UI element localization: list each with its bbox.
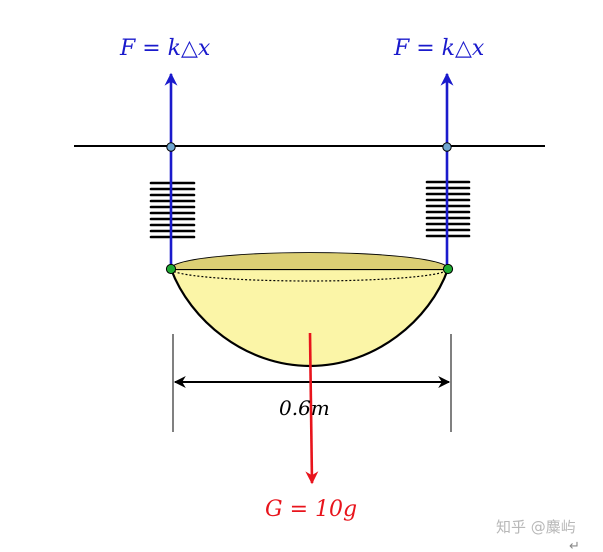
right-force-label: F = k△x [393, 36, 485, 61]
gravity-arrow [305, 332, 319, 485]
right-top-joint [442, 142, 452, 152]
bowl-rim [170, 252, 449, 282]
watermark-text: 知乎 @麋屿 [496, 518, 576, 536]
width-label: 0.6m [279, 396, 330, 420]
left-top-joint [166, 142, 176, 152]
weight-label: G = 10g [265, 497, 357, 522]
left-bottom-joint [165, 263, 177, 275]
right-bottom-joint [442, 263, 454, 275]
return-symbol: ↵ [569, 539, 580, 552]
left-spring-icon [149, 181, 196, 239]
left-force-label: F = k△x [119, 36, 211, 61]
